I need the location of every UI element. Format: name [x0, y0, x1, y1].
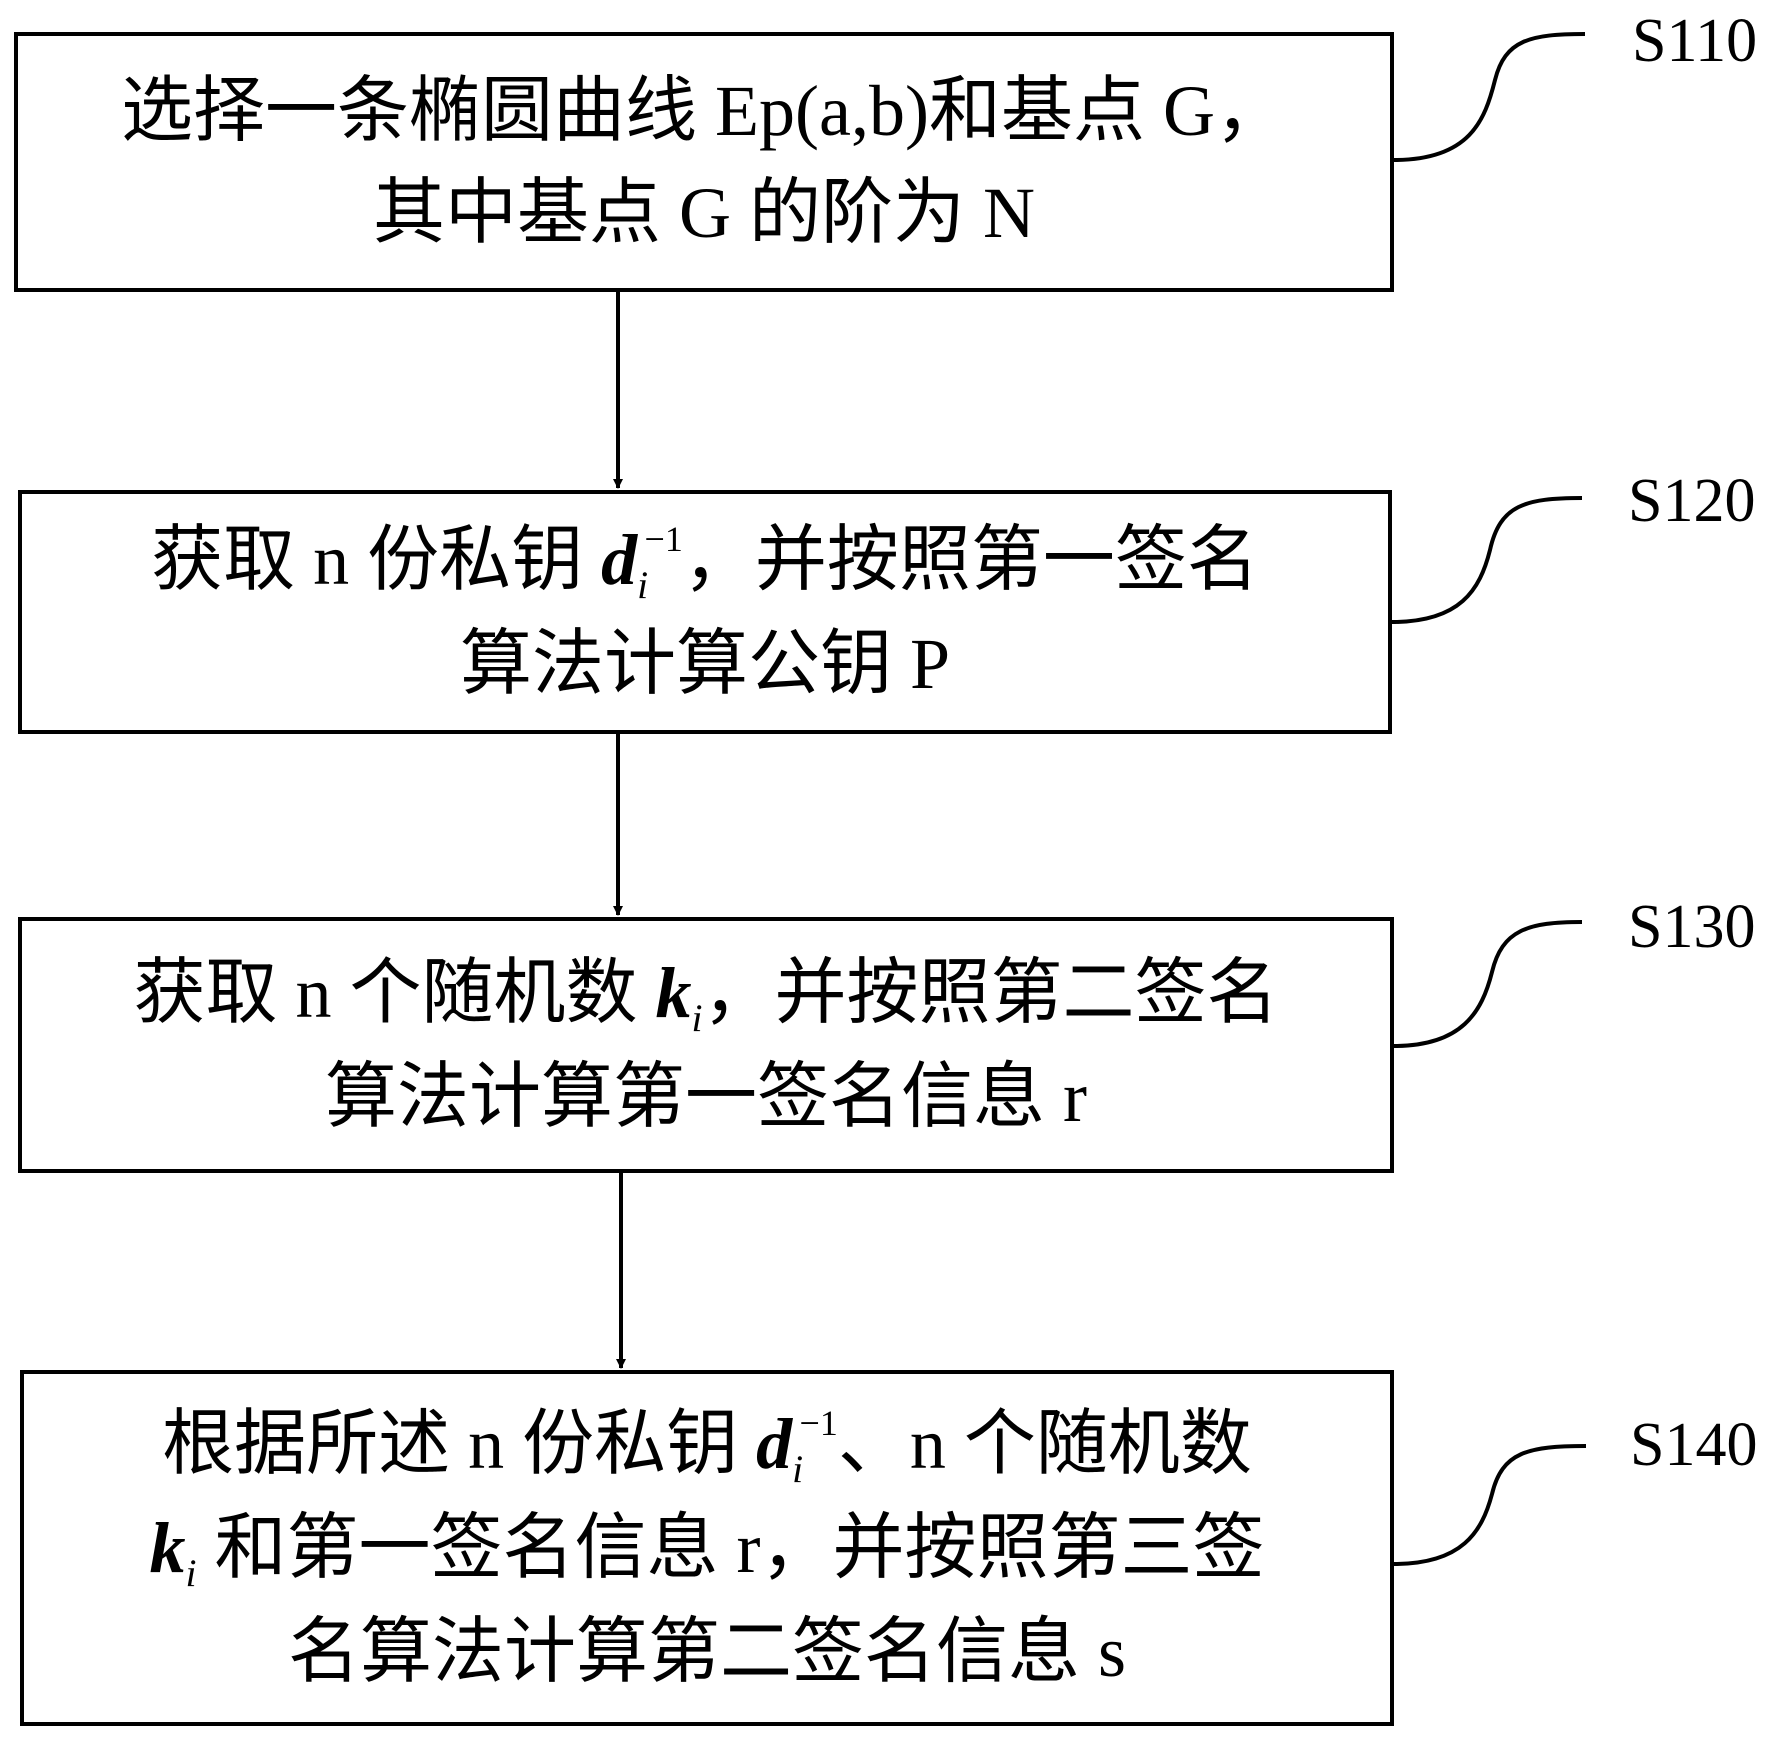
step-label-s140: S140: [1630, 1411, 1758, 1479]
flow-arrows: [613, 292, 626, 1369]
math-superscript: −1: [644, 519, 683, 560]
math-superscript: −1: [799, 1403, 838, 1444]
step-text: 和第一签名信息 r，并按照第三签: [196, 1507, 1265, 1588]
step-text-line: 获取 n 个随机数 ki，并按照第二签名: [133, 942, 1278, 1046]
math-subscript: i: [185, 1550, 197, 1595]
step-text-line: ki 和第一签名信息 r，并按照第三签: [150, 1497, 1265, 1601]
step-text: 、n 个随机数: [837, 1403, 1252, 1484]
step-label-s110: S110: [1632, 7, 1758, 75]
step-label-s120: S120: [1628, 467, 1756, 535]
math-symbol: di−1: [601, 519, 683, 606]
label-leader-curve: [1393, 920, 1583, 1048]
math-variable: k: [149, 1507, 186, 1588]
math-symbol: ki: [149, 1507, 197, 1595]
step-text-line: 算法计算公钥 P: [460, 613, 950, 715]
step-text: 算法计算第一签名信息 r: [325, 1056, 1087, 1137]
step-text: 选择一条椭圆曲线 Ep(a,b)和基点 G，: [121, 70, 1287, 151]
step-text: 根据所述 n 份私钥: [162, 1403, 757, 1484]
step-text: 名算法计算第二签名信息 s: [287, 1611, 1127, 1692]
step-text-line: 算法计算第一签名信息 r: [325, 1046, 1087, 1148]
math-subscript: i: [691, 995, 703, 1040]
step-text: ，并按照第二签名: [702, 952, 1279, 1033]
label-leader-curve: [1391, 496, 1583, 624]
step-text: ，并按照第一签名: [682, 519, 1259, 600]
step-box-s120: 获取 n 份私钥 di−1，并按照第一签名算法计算公钥 P: [18, 490, 1392, 734]
step-box-s130: 获取 n 个随机数 ki，并按照第二签名算法计算第一签名信息 r: [18, 917, 1394, 1173]
step-text: 算法计算公钥 P: [459, 623, 951, 704]
math-variable: d: [601, 519, 638, 600]
step-box-s110: 选择一条椭圆曲线 Ep(a,b)和基点 G， 其中基点 G 的阶为 N: [14, 32, 1394, 292]
step-text-line: 其中基点 G 的阶为 N: [373, 162, 1035, 264]
step-text-line: 获取 n 份私钥 di−1，并按照第一签名: [151, 509, 1259, 613]
step-text: 其中基点 G 的阶为 N: [373, 173, 1035, 253]
label-leader-curve: [1393, 32, 1586, 162]
math-subscript: i: [637, 562, 649, 607]
math-symbol: ki: [655, 952, 703, 1040]
math-variable: k: [655, 952, 692, 1033]
math-variable: d: [756, 1403, 793, 1484]
label-leader-curve: [1393, 1444, 1587, 1566]
step-text: 获取 n 个随机数: [133, 952, 656, 1033]
label-leader-curves: [1391, 32, 1587, 1566]
math-subscript: i: [792, 1446, 804, 1491]
step-label-s130: S130: [1628, 893, 1756, 961]
math-symbol: di−1: [756, 1403, 838, 1490]
step-text-line: 名算法计算第二签名信息 s: [288, 1601, 1126, 1703]
step-text: 获取 n 份私钥: [151, 519, 602, 600]
step-text-line: 选择一条椭圆曲线 Ep(a,b)和基点 G，: [121, 60, 1287, 162]
step-text-line: 根据所述 n 份私钥 di−1、n 个随机数: [162, 1393, 1252, 1497]
